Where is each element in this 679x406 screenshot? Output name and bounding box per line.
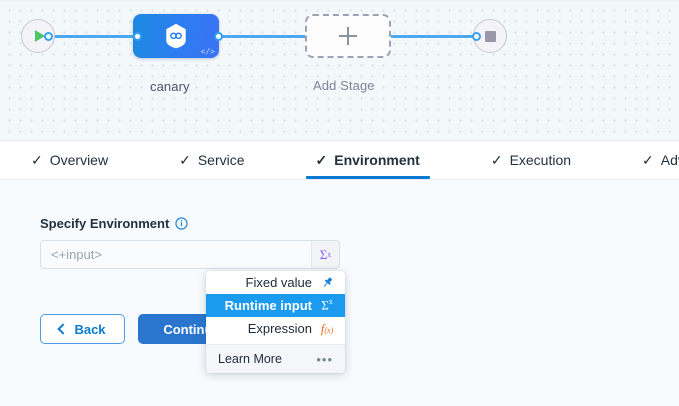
tab-execution[interactable]: ✓ Execution — [487, 141, 575, 179]
tab-environment-label: Environment — [334, 152, 420, 168]
check-icon: ✓ — [179, 152, 191, 168]
tab-environment[interactable]: ✓ Environment — [305, 141, 430, 179]
info-icon[interactable] — [175, 217, 188, 230]
menu-item-fixed-value[interactable]: Fixed value — [206, 271, 345, 294]
check-icon: ✓ — [315, 152, 328, 168]
specify-environment-input[interactable]: <+input> — [51, 247, 102, 262]
stage-tab-bar: ✓ Overview ✓ Service ✓ Environment ✓ Exe… — [0, 141, 679, 179]
connector-addstage-to-end — [390, 35, 482, 38]
back-button-label: Back — [74, 321, 106, 337]
tab-overview-label: Overview — [49, 152, 109, 168]
harness-hexagon-icon — [166, 23, 186, 49]
connector-stage-to-addstage — [218, 35, 314, 38]
port-start-output[interactable] — [44, 31, 53, 41]
ellipsis-icon[interactable]: ••• — [316, 351, 333, 367]
fx-glyph: f(x) — [320, 320, 334, 336]
stop-icon — [484, 30, 496, 42]
chevron-left-icon — [57, 323, 70, 335]
menu-item-runtime-input-label: Runtime input — [224, 298, 312, 313]
sigma-icon: Σ — [319, 246, 328, 262]
menu-footer-learn-more[interactable]: Learn More ••• — [206, 345, 345, 373]
canvas-bottom-border — [0, 140, 679, 141]
stage-code-badge[interactable]: </> — [200, 47, 215, 56]
value-type-dropdown-menu[interactable]: Fixed value Runtime input Σx Expression — [206, 271, 345, 373]
tab-overview[interactable]: ✓ Overview — [27, 141, 112, 179]
check-icon: ✓ — [31, 152, 43, 168]
add-stage-node[interactable] — [305, 14, 391, 58]
menu-item-expression-label: Expression — [247, 321, 312, 336]
sigma-superscript: x — [327, 250, 332, 259]
continue-button-label: Continue — [163, 321, 220, 337]
sigma-x-superscript: x — [328, 297, 333, 307]
learn-more-label: Learn More — [218, 352, 282, 366]
tab-advanced[interactable]: ✓ Advanced — [638, 141, 679, 179]
back-button[interactable]: Back — [40, 314, 125, 344]
page-title: Specify Environment — [40, 216, 170, 231]
port-end-input[interactable] — [472, 31, 481, 41]
menu-item-fixed-value-label: Fixed value — [245, 275, 312, 290]
port-stage-input[interactable] — [133, 31, 142, 41]
active-tab-underline — [305, 176, 430, 179]
check-icon: ✓ — [642, 152, 654, 168]
sigma-x-icon: Σx — [320, 297, 334, 313]
menu-divider — [206, 344, 345, 345]
fx-icon: f(x) — [320, 321, 334, 337]
sigma-glyph: Σx — [321, 297, 333, 313]
stage-label-canary: canary — [150, 79, 190, 94]
tab-service[interactable]: ✓ Service — [175, 141, 248, 179]
tab-service-label: Service — [197, 152, 245, 168]
add-stage-label: Add Stage — [313, 78, 375, 93]
pushpin-icon — [320, 276, 334, 289]
check-icon: ✓ — [490, 152, 503, 168]
canvas-top-edge — [0, 0, 679, 2]
plus-icon — [339, 27, 357, 45]
connector-start-to-stage — [42, 35, 142, 38]
tab-execution-label: Execution — [509, 152, 572, 168]
stage-node-canary[interactable]: </> — [133, 14, 219, 58]
specify-environment-label-row: Specify Environment — [40, 216, 188, 231]
menu-item-expression[interactable]: Expression f(x) — [206, 317, 345, 340]
play-icon — [34, 30, 45, 42]
tab-advanced-label: Advanced — [660, 152, 679, 168]
port-stage-output[interactable] — [214, 31, 223, 41]
menu-item-runtime-input[interactable]: Runtime input Σx — [206, 294, 345, 317]
pipeline-canvas[interactable]: </> canary Add Stage — [0, 0, 679, 141]
